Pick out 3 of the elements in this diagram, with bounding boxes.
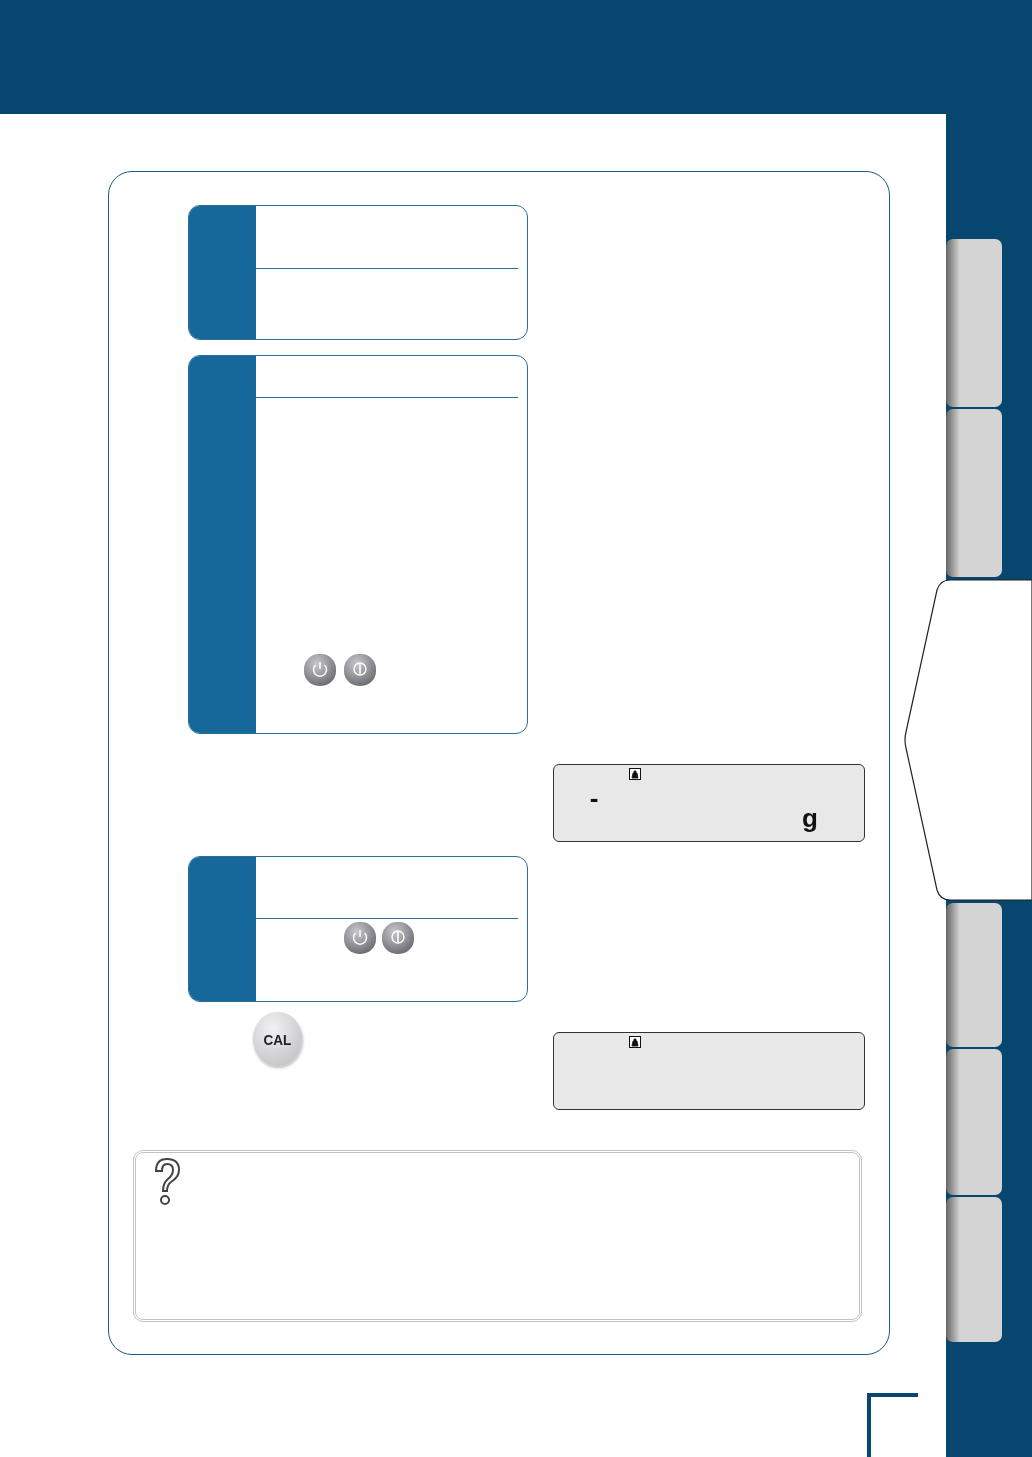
cal-button: CAL [252,1012,303,1066]
display-minus-sign: - [588,786,600,810]
unit-symbol: g [801,803,819,833]
